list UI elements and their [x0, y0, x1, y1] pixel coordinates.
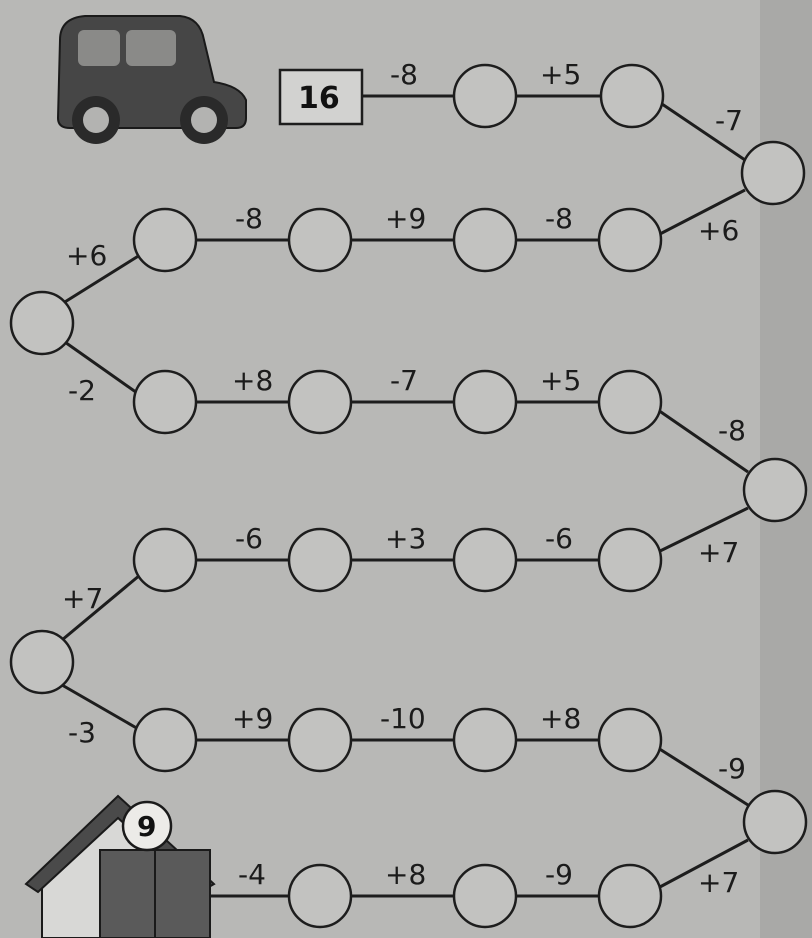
edge-label: -9 — [545, 858, 573, 891]
answer-circle[interactable] — [454, 65, 516, 127]
start-box: 16 — [280, 70, 362, 124]
answer-circle[interactable] — [744, 791, 806, 853]
car-hubcap — [83, 107, 109, 133]
answer-circle[interactable] — [599, 865, 661, 927]
answer-circle[interactable] — [11, 631, 73, 693]
edge-label: +7 — [698, 536, 739, 569]
edge-label: +3 — [385, 522, 426, 555]
edge-label: -10 — [380, 702, 426, 735]
edge-label: +8 — [232, 364, 273, 397]
edge-label: -7 — [715, 104, 743, 137]
answer-circle[interactable] — [599, 529, 661, 591]
edge-label: -4 — [238, 858, 266, 891]
edge-label: -7 — [390, 364, 418, 397]
edge-label: +5 — [540, 364, 581, 397]
start-value: 16 — [298, 81, 340, 116]
edge-label: +6 — [66, 239, 107, 272]
answer-circle[interactable] — [454, 865, 516, 927]
answer-circle[interactable] — [454, 371, 516, 433]
edge-label: -6 — [545, 522, 573, 555]
answer-circle[interactable] — [134, 371, 196, 433]
answer-circle[interactable] — [454, 709, 516, 771]
edge-label: +8 — [385, 858, 426, 891]
edge-label: +9 — [385, 202, 426, 235]
edge-label: +6 — [698, 214, 739, 247]
answer-circle[interactable] — [601, 65, 663, 127]
edge-label: -2 — [68, 374, 96, 407]
edge-label: -8 — [235, 202, 263, 235]
answer-circle[interactable] — [742, 142, 804, 204]
answer-circle[interactable] — [289, 529, 351, 591]
edge-label: -8 — [718, 414, 746, 447]
answer-circle[interactable] — [11, 292, 73, 354]
edge-label: -8 — [390, 58, 418, 91]
end-value: 9 — [137, 810, 156, 843]
answer-circle[interactable] — [134, 709, 196, 771]
answer-circle[interactable] — [289, 209, 351, 271]
edge-label: -3 — [68, 716, 96, 749]
car-window — [78, 30, 120, 66]
answer-circle[interactable] — [744, 459, 806, 521]
answer-circle[interactable] — [599, 371, 661, 433]
car-window — [126, 30, 176, 66]
edge-label: +7 — [698, 866, 739, 899]
edge-label: -8 — [545, 202, 573, 235]
answer-circle[interactable] — [599, 209, 661, 271]
answer-circle[interactable] — [134, 209, 196, 271]
answer-circle[interactable] — [289, 865, 351, 927]
edge-label: +7 — [62, 582, 103, 615]
edge-label: -6 — [235, 522, 263, 555]
answer-circle[interactable] — [454, 209, 516, 271]
answer-circle[interactable] — [289, 371, 351, 433]
answer-circle[interactable] — [454, 529, 516, 591]
edge-label: +9 — [232, 702, 273, 735]
answer-circle[interactable] — [289, 709, 351, 771]
answer-circle[interactable] — [599, 709, 661, 771]
answer-circle[interactable] — [134, 529, 196, 591]
edge-label: +8 — [540, 702, 581, 735]
edge-label: +5 — [540, 58, 581, 91]
car-hubcap — [191, 107, 217, 133]
edge-label: -9 — [718, 752, 746, 785]
